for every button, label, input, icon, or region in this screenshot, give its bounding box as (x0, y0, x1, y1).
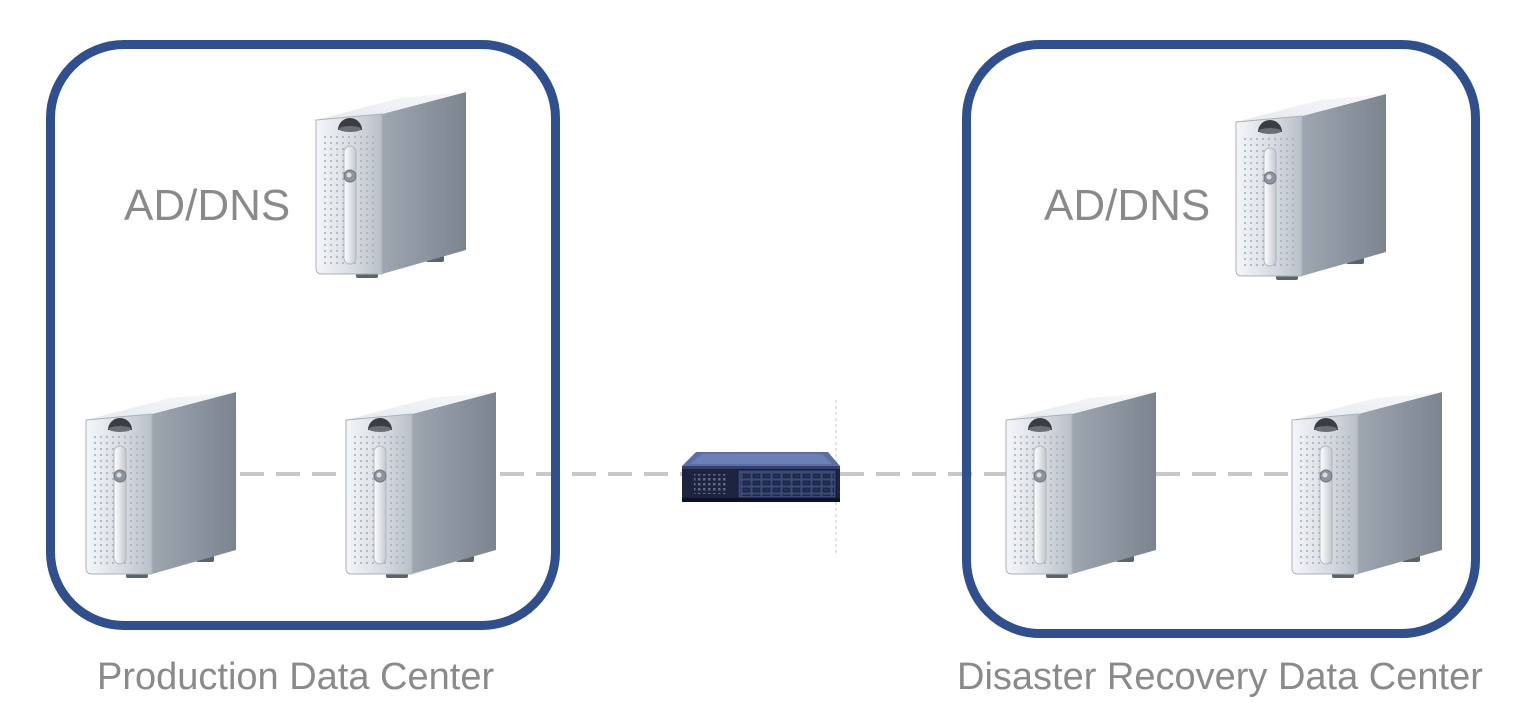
production-ad-dns-label: AD/DNS (124, 181, 291, 230)
production-server-left-icon (85, 391, 237, 579)
production-ad-dns-server-icon (315, 91, 467, 279)
dr-ad-dns-server-icon (1235, 93, 1387, 281)
production-data-center-frame (46, 40, 560, 630)
production-server-right-icon (345, 391, 497, 579)
dr-server-right-icon (1291, 391, 1443, 579)
dr-server-left-icon (1005, 391, 1157, 579)
disaster-recovery-data-center-label: Disaster Recovery Data Center (957, 656, 1483, 698)
dr-ad-dns-label: AD/DNS (1044, 181, 1211, 230)
production-data-center-label: Production Data Center (97, 656, 495, 698)
network-switch-icon (681, 451, 841, 503)
disaster-recovery-data-center-frame (962, 40, 1480, 638)
